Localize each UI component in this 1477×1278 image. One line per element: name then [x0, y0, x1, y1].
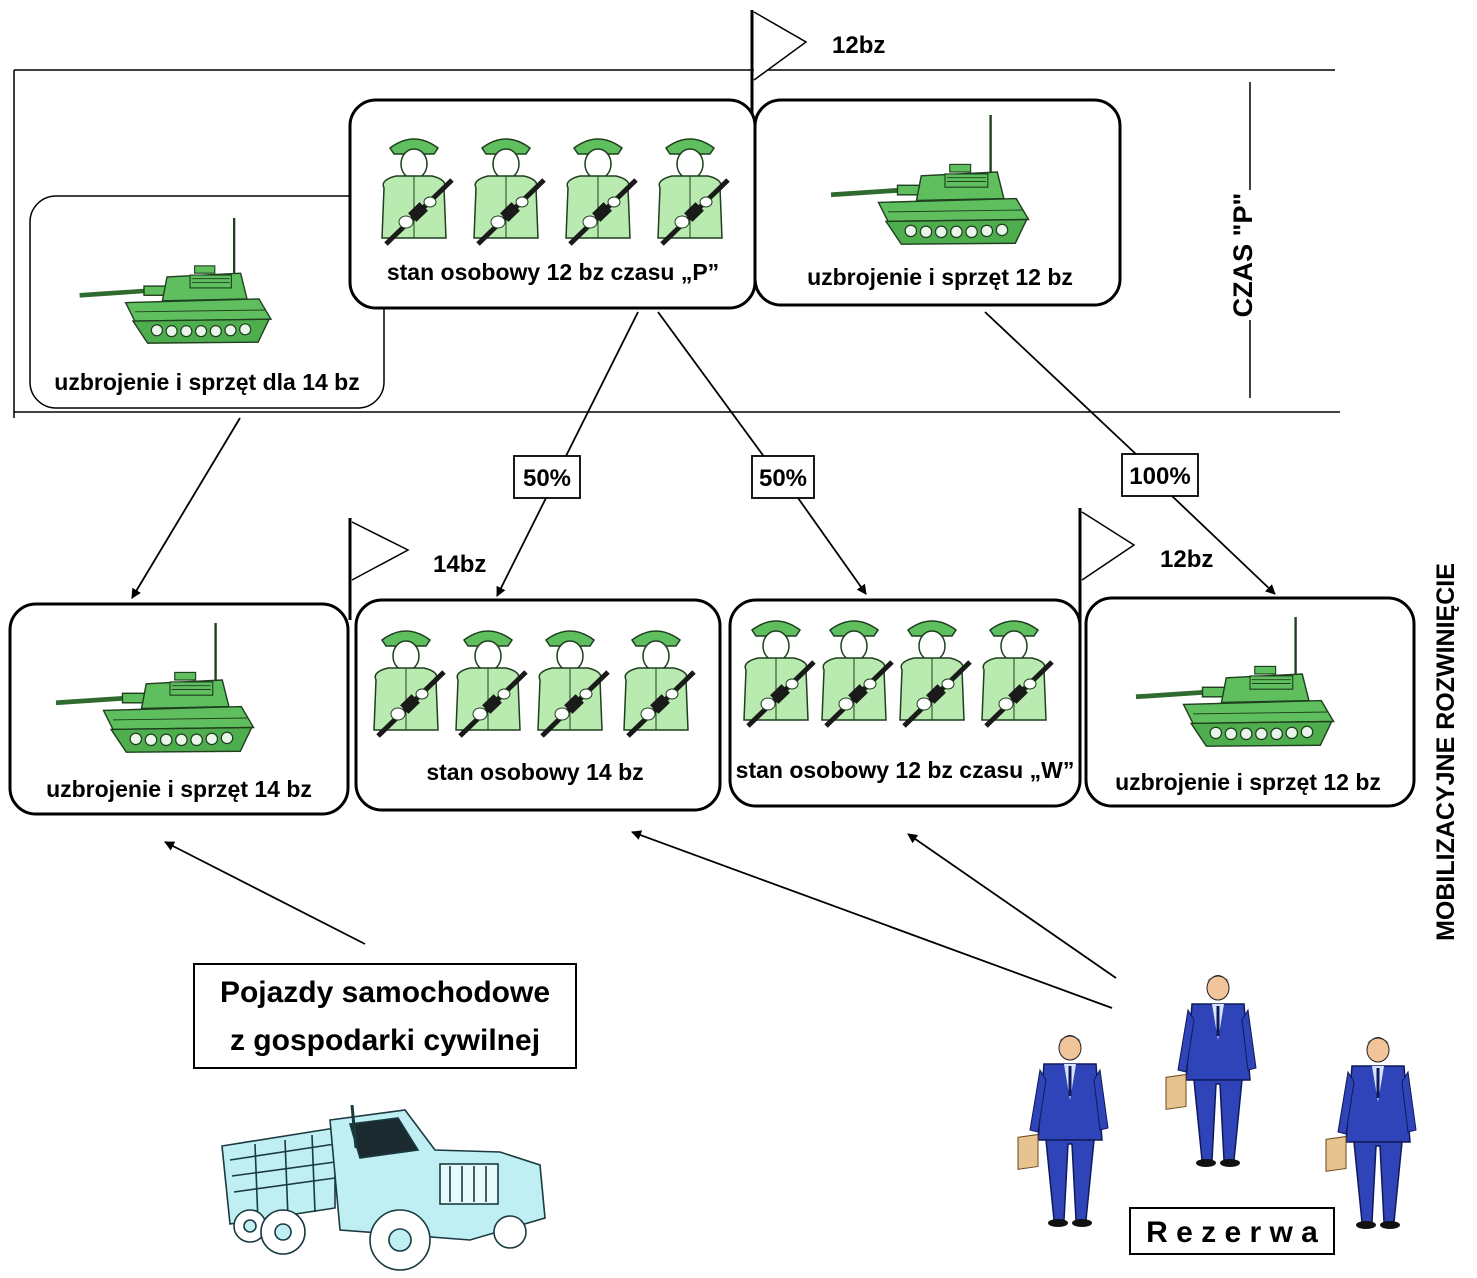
arrow-50-right-upper	[657, 311, 766, 459]
flag-top	[750, 10, 808, 130]
vehicles-line2: z gospodarki cywilnej	[230, 1024, 540, 1057]
percent-box-left: 50%	[513, 455, 581, 499]
arrow-reserve-14	[631, 830, 1113, 1009]
arrow-tank14-down	[131, 417, 241, 599]
vehicles-line1: Pojazdy samochodowe	[220, 976, 550, 1009]
vehicles-box: Pojazdy samochodowe z gospodarki cywilne…	[193, 963, 577, 1069]
mobilization-label: MOBILIZACYJNE ROZWINIĘCIE	[1432, 563, 1460, 941]
svg-text:100%: 100%	[1129, 463, 1190, 490]
arrow-vehicles	[164, 841, 366, 945]
flag-mid-left-label: 14bz	[433, 551, 486, 578]
arrow-50-left-upper	[564, 311, 639, 459]
top-personnel-12p-box: stan osobowy 12 bz czasu „P”	[348, 98, 757, 310]
top-tank-12-box: uzbrojenie i sprzęt 12 bz	[753, 98, 1122, 307]
arrow-50-right-lower	[797, 497, 867, 595]
reservist-figure	[1164, 973, 1258, 1169]
bottom-tank-14-label: uzbrojenie i sprzęt 14 bz	[46, 776, 312, 802]
svg-text:50%: 50%	[759, 465, 807, 492]
truck-icon	[221, 1104, 546, 1271]
percent-box-mid: 50%	[751, 455, 815, 499]
bottom-personnel-14-label: stan osobowy 14 bz	[426, 759, 643, 785]
bottom-personnel-12w-box: stan osobowy 12 bz czasu „W”	[728, 598, 1082, 808]
flag-mid-left	[348, 518, 410, 620]
svg-text:50%: 50%	[523, 465, 571, 492]
arrow-100-lower	[1171, 495, 1276, 595]
top-personnel-12p-label: stan osobowy 12 bz czasu „P”	[387, 259, 719, 285]
flag-mid-right	[1078, 508, 1136, 630]
top-tank-12-label: uzbrojenie i sprzęt 12 bz	[807, 264, 1073, 290]
arrow-50-left-lower	[496, 497, 547, 597]
bottom-tank-14-box: uzbrojenie i sprzęt 14 bz	[8, 602, 350, 816]
flag-top-label: 12bz	[832, 32, 885, 59]
bottom-tank-12-label: uzbrojenie i sprzęt 12 bz	[1115, 769, 1381, 795]
percent-box-right: 100%	[1121, 453, 1199, 497]
bottom-personnel-12w-label: stan osobowy 12 bz czasu „W”	[736, 757, 1075, 783]
arrow-reserve-12w	[907, 833, 1117, 979]
reservist-figure	[1324, 1035, 1418, 1231]
top-tank-14-label: uzbrojenie i sprzęt dla 14 bz	[54, 369, 359, 395]
reservist-figure	[1016, 1033, 1110, 1229]
flag-mid-right-label: 12bz	[1160, 546, 1213, 573]
bottom-personnel-14-box: stan osobowy 14 bz	[354, 598, 722, 812]
bottom-tank-12-box: uzbrojenie i sprzęt 12 bz	[1084, 596, 1416, 808]
arrow-100-upper	[984, 311, 1139, 457]
reserve-box: R e z e r w a	[1129, 1207, 1335, 1255]
top-tank-14-box: uzbrojenie i sprzęt dla 14 bz	[29, 195, 385, 409]
czas-p-label: CZAS "P"	[1228, 193, 1258, 318]
reserve-label: R e z e r w a	[1146, 1216, 1318, 1249]
